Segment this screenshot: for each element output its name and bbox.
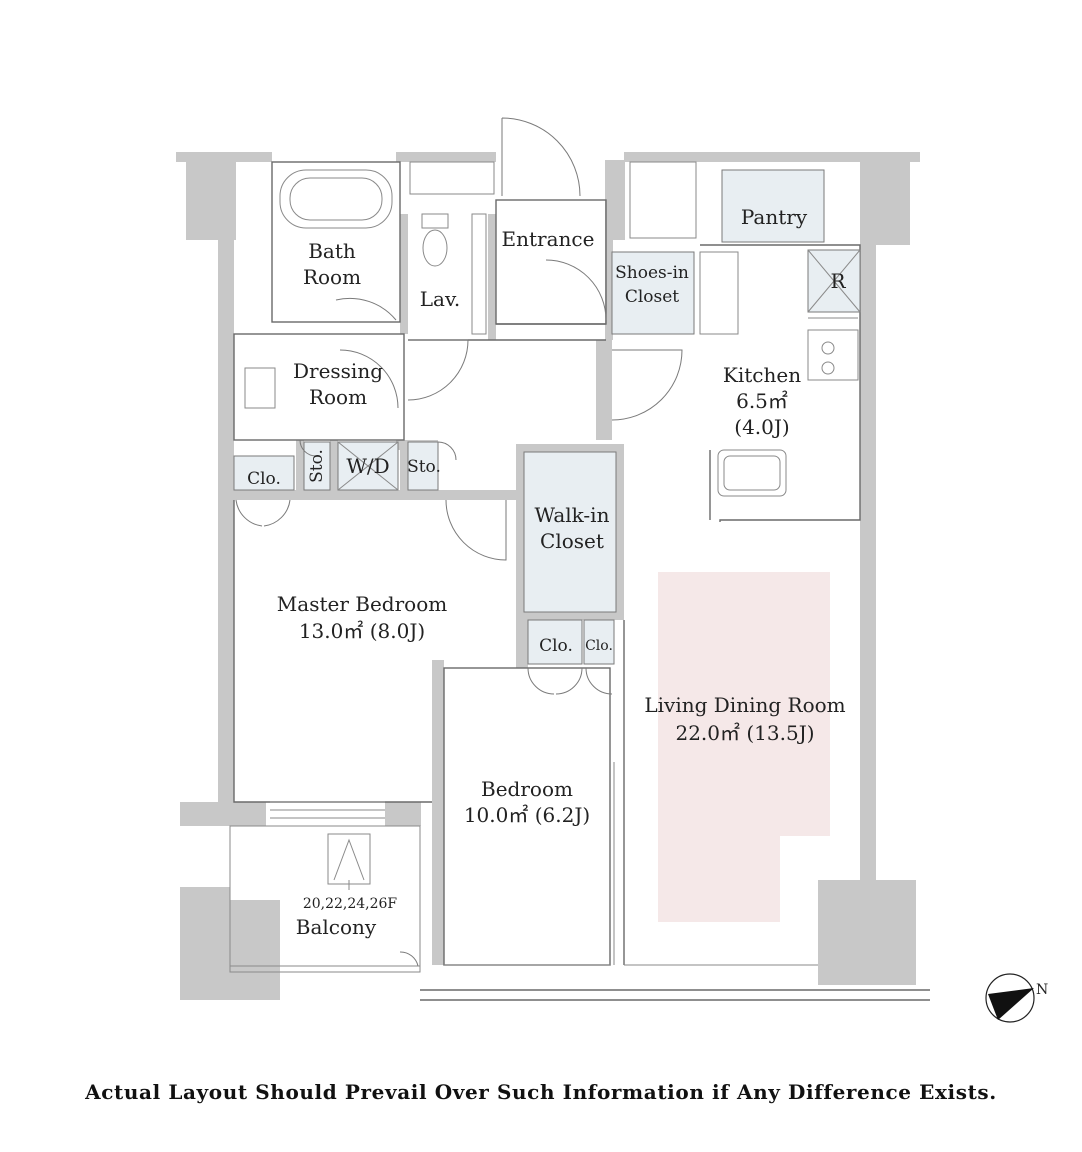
- master-bedroom-label-1: Master Bedroom: [277, 592, 447, 616]
- kitchen-label-3: (4.0J): [734, 415, 789, 439]
- kitchen-label-2: 6.5㎡: [736, 389, 788, 413]
- balcony-floors-label: 20,22,24,26F: [303, 896, 398, 912]
- entrance-label: Entrance: [502, 227, 595, 251]
- bedroom-label-1: Bedroom: [481, 777, 573, 801]
- compass-label: N: [1036, 982, 1048, 998]
- shoes-closet-label-1: Shoes-in: [615, 263, 689, 283]
- walkin-label-1: Walk-in: [535, 503, 610, 527]
- pantry-label: Pantry: [741, 205, 808, 229]
- kitchen-label-1: Kitchen: [723, 363, 801, 387]
- living-label-1: Living Dining Room: [644, 693, 845, 717]
- living-highlight: [658, 572, 830, 836]
- room-outlines: [229, 161, 930, 1001]
- bath-label-2: Room: [303, 265, 361, 289]
- bath-label-1: Bath: [308, 239, 356, 263]
- living-label-2: 22.0㎡ (13.5J): [675, 721, 814, 745]
- sto-vertical-label: Sto.: [307, 449, 327, 483]
- walkin-label-2: Closet: [540, 529, 604, 553]
- clo-left-label: Clo.: [247, 469, 281, 489]
- dressing-label-1: Dressing: [293, 359, 383, 383]
- doors: [235, 117, 683, 967]
- clo-small-label: Clo.: [585, 638, 613, 654]
- wd-label: W/D: [346, 454, 389, 478]
- shoes-closet-label-2: Closet: [625, 287, 679, 307]
- clo-mid-label: Clo.: [539, 636, 573, 656]
- bedroom-label-2: 10.0㎡ (6.2J): [464, 803, 590, 827]
- sto-label: Sto.: [407, 457, 441, 477]
- lav-label: Lav.: [420, 287, 461, 311]
- dressing-label-2: Room: [309, 385, 367, 409]
- balcony-label: Balcony: [296, 915, 377, 939]
- room-labels: Bath Room Lav. Entrance Shoes-in Closet …: [247, 205, 846, 939]
- disclaimer: Actual Layout Should Prevail Over Such I…: [85, 1080, 997, 1104]
- compass: N: [985, 973, 1048, 1023]
- master-bedroom-label-2: 13.0㎡ (8.0J): [299, 619, 425, 643]
- closets: [233, 169, 861, 665]
- refrigerator-label: R: [830, 269, 846, 293]
